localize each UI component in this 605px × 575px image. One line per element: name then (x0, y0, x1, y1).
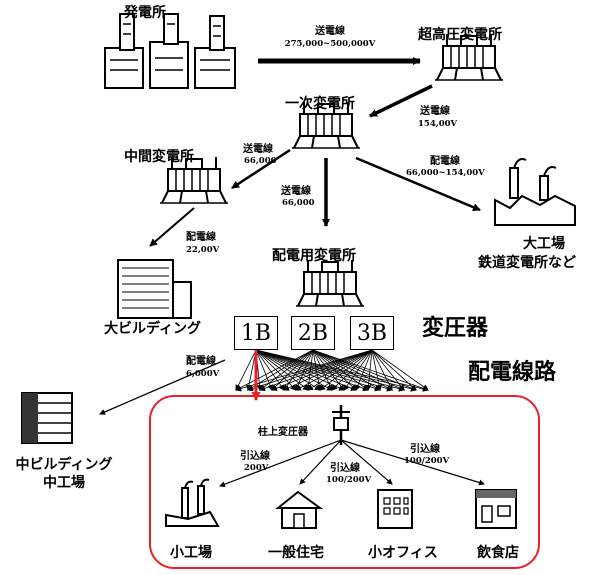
line-voltage-label: 66,000 (244, 156, 277, 166)
fanout-line (343, 349, 373, 391)
line-type-label: 配電線 (186, 356, 216, 367)
fanout-line (307, 349, 373, 391)
fanout-line (371, 349, 417, 391)
pole-transformer-label: 柱上変圧器 (258, 427, 308, 438)
transformer-2b: 2B (291, 316, 335, 350)
fanout-line (283, 349, 373, 391)
line-voltage-label: 154,00V (418, 119, 458, 129)
factory-icon (165, 478, 220, 527)
service-lines (219, 439, 485, 488)
line-voltage-label: 275,000~500,000V (284, 39, 376, 49)
primary-to-intermediate-arrow (231, 148, 291, 190)
fanout-line (295, 349, 373, 391)
fanout-line (271, 349, 373, 391)
transformer-1b: 1B (234, 316, 278, 350)
fanout-line (235, 349, 373, 392)
power-plant-label: 発電所 (124, 5, 166, 21)
fanout-line (371, 349, 393, 391)
office-icon (377, 489, 413, 529)
ultra-to-primary-arrow (369, 84, 433, 118)
medium-building-label: 中ビルディング (15, 457, 113, 473)
fanout-line (371, 349, 405, 391)
consumer-area-frame (149, 395, 540, 569)
line-voltage-label: 6,000V (186, 369, 220, 379)
railway-substation-label: 鉄道変電所など (478, 255, 576, 271)
to-medium-building-arrow (99, 359, 226, 415)
primary-substation-label: 一次変電所 (285, 96, 355, 112)
line-type-label: 配電線 (186, 232, 216, 243)
service-voltage-label: 100/200V (326, 475, 372, 485)
service-line-label: 引込線 (330, 463, 360, 474)
line-type-label: 送電線 (315, 26, 345, 37)
fanout-line (319, 349, 373, 391)
shop-icon (475, 489, 517, 529)
house-icon (275, 490, 324, 529)
building-icon (21, 392, 73, 444)
line-type-label: 送電線 (420, 106, 450, 117)
fanout-line (355, 349, 373, 391)
intermediate-substation-label: 中間変電所 (124, 149, 194, 165)
service-voltage-label: 200V (244, 463, 269, 473)
small-office-label: 小オフィス (368, 545, 438, 561)
transformer-label: 変圧器 (422, 316, 489, 341)
distribution-fanout (235, 349, 429, 392)
fanout-line (259, 349, 373, 392)
transformer-3b: 3B (350, 316, 394, 350)
small-factory-label: 小工場 (170, 545, 212, 561)
service-line-label: 引込線 (410, 444, 440, 455)
distribution-network-label: 配電線路 (468, 360, 557, 385)
service-voltage-label: 100/200V (404, 456, 450, 466)
fanout-line (247, 349, 373, 392)
pole-transformer-icon (332, 405, 350, 445)
substation-icon (295, 259, 365, 307)
fanout-line (371, 349, 382, 391)
power-plant-icon (104, 13, 236, 89)
flow-arrows (99, 57, 481, 415)
distribution-substation-label: 配電用変電所 (272, 248, 356, 264)
fanout-line (331, 349, 373, 391)
primary-to-factory-arrow (355, 156, 481, 212)
line-voltage-label: 66,000 (282, 198, 315, 208)
line-voltage-label: 66,000~154,00V (406, 168, 485, 178)
restaurant-label: 飲食店 (477, 545, 519, 561)
intermediate-to-building-arrow (149, 207, 195, 247)
fanout-line (365, 349, 373, 391)
line-voltage-label: 22,00V (186, 245, 220, 255)
factory-icon (494, 158, 576, 226)
building-icon (117, 259, 192, 319)
fanout-line (235, 349, 257, 391)
large-factory-label: 大工場 (523, 236, 565, 252)
fanout-line (235, 349, 314, 391)
large-building-label: 大ビルディング (104, 321, 202, 337)
ultra-high-substation-label: 超高圧変電所 (418, 27, 502, 43)
line-type-label: 配電線 (430, 156, 460, 167)
line-type-label: 送電線 (243, 144, 273, 155)
house-label: 一般住宅 (268, 545, 324, 561)
medium-factory-label: 中工場 (43, 475, 85, 491)
service-line-label: 引込線 (240, 451, 270, 462)
fanout-line (255, 349, 345, 391)
fanout-line (371, 349, 429, 391)
line-type-label: 送電線 (281, 186, 311, 197)
